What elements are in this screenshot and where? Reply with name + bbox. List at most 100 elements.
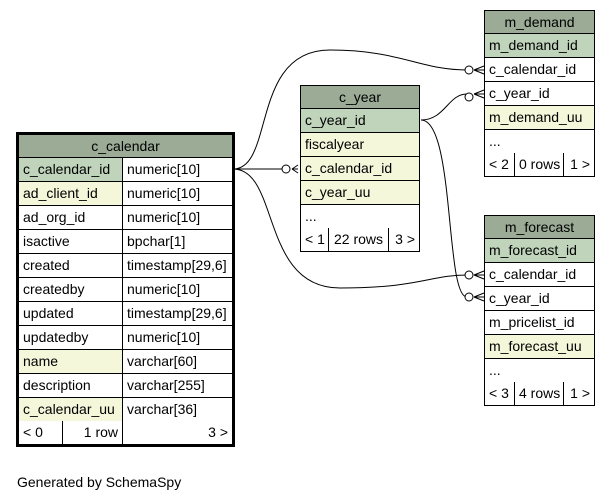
column-type: varchar[255]	[127, 377, 205, 393]
table-row[interactable]: c_year_id	[485, 287, 594, 311]
children-count[interactable]: 3 >	[208, 424, 228, 440]
children-count[interactable]: 3 >	[395, 231, 415, 247]
column-name: c_calendar_id	[489, 61, 577, 77]
table-row[interactable]: c_calendar_id	[485, 263, 594, 287]
relation-c_year-m_forecast	[420, 119, 468, 298]
table-row[interactable]: m_demand_uu	[485, 106, 594, 130]
optional-marker	[464, 65, 474, 75]
column-name: ad_org_id	[19, 206, 123, 229]
table-row[interactable]: ...	[301, 205, 419, 228]
column-name: c_calendar_id	[19, 158, 123, 181]
column-name: ad_client_id	[19, 182, 123, 205]
column-type: varchar[36]	[127, 401, 198, 417]
table-title[interactable]: m_forecast	[485, 216, 594, 239]
children-count[interactable]: 1 >	[570, 156, 590, 172]
column-name: description	[19, 374, 123, 397]
table-title[interactable]: c_calendar	[19, 135, 232, 158]
table-row[interactable]: c_year_uu	[301, 181, 419, 205]
table-footer: < 0 1 row 3 >	[19, 421, 232, 444]
parents-count[interactable]: < 0	[19, 421, 63, 444]
table-row[interactable]: ...	[485, 359, 594, 382]
column-type: bpchar[1]	[127, 233, 186, 249]
table-title[interactable]: m_demand	[485, 11, 594, 34]
table-row[interactable]: c_calendar_id	[301, 157, 419, 181]
table-footer: < 2 0 rows 1 >	[485, 153, 594, 176]
column-name: c_year_id	[301, 109, 419, 132]
row-count: 1 row	[63, 421, 123, 444]
column-type: numeric[10]	[127, 329, 201, 345]
column-type: timestamp[29,6]	[127, 305, 227, 321]
parents-count[interactable]: < 2	[485, 153, 515, 176]
generated-by-label: Generated by SchemaSpy	[17, 474, 182, 490]
row-count: 22 rows	[329, 228, 389, 251]
column-type: numeric[10]	[127, 281, 201, 297]
optional-marker	[464, 292, 474, 302]
relation-c_calendar-m_forecast	[232, 168, 468, 289]
table-row[interactable]: m_demand_id	[485, 34, 594, 58]
column-type: numeric[10]	[127, 209, 201, 225]
column-name: m_forecast_uu	[485, 335, 594, 358]
column-type: numeric[10]	[127, 185, 201, 201]
table-m_forecast[interactable]: m_forecast m_forecast_id c_calendar_id c_y…	[484, 215, 595, 406]
column-name: isactive	[19, 230, 123, 253]
column-name: name	[19, 350, 123, 373]
table-m_demand[interactable]: m_demand m_demand_id c_calendar_id c_year_…	[484, 10, 595, 177]
table-footer: < 3 4 rows 1 >	[485, 382, 594, 405]
table-row[interactable]: m_forecast_id	[485, 239, 594, 263]
table-row[interactable]: fiscalyear	[301, 133, 419, 157]
column-name: ...	[489, 362, 501, 378]
column-name: c_year_id	[489, 290, 550, 306]
table-row[interactable]: m_pricelist_id	[485, 311, 594, 335]
table-title[interactable]: c_year	[301, 86, 419, 109]
column-name: updatedby	[19, 326, 123, 349]
column-name: created	[19, 254, 123, 277]
table-row[interactable]: ...	[485, 130, 594, 153]
parents-count[interactable]: < 1	[301, 228, 329, 251]
column-name: ...	[305, 208, 317, 224]
table-row[interactable]: c_year_id	[301, 109, 419, 133]
table-row[interactable]: m_forecast_uu	[485, 335, 594, 359]
table-rows: m_demand_id c_calendar_id c_year_id m_deman…	[485, 34, 594, 153]
column-name: m_pricelist_id	[489, 314, 575, 330]
optional-marker	[464, 92, 474, 102]
column-name: c_year_id	[489, 85, 550, 101]
column-name: c_calendar_id	[489, 266, 577, 282]
column-name: ...	[489, 133, 501, 149]
column-name: c_calendar_uu	[19, 398, 123, 421]
row-count: 4 rows	[515, 382, 564, 405]
column-type: timestamp[29,6]	[127, 257, 227, 273]
table-row[interactable]: c_calendar_id	[485, 58, 594, 82]
row-count: 0 rows	[515, 153, 564, 176]
column-type: numeric[10]	[127, 161, 201, 177]
relation-c_calendar-m_demand	[232, 49, 468, 170]
relation-c_year-m_demand	[420, 93, 468, 121]
table-rows: m_forecast_id c_calendar_id c_year_id m_pri…	[485, 239, 594, 382]
column-name: c_year_uu	[301, 181, 419, 204]
parents-count[interactable]: < 3	[485, 382, 515, 405]
children-count[interactable]: 1 >	[570, 385, 590, 401]
table-row[interactable]: c_year_id	[485, 82, 594, 106]
table-footer: < 1 22 rows 3 >	[301, 228, 419, 251]
column-type: varchar[60]	[127, 353, 198, 369]
optional-marker	[464, 270, 474, 280]
optional-marker	[281, 164, 291, 174]
column-name: m_demand_uu	[485, 106, 594, 129]
column-name: createdby	[19, 278, 123, 301]
column-name: c_calendar_id	[301, 157, 419, 180]
column-name: fiscalyear	[301, 133, 419, 156]
